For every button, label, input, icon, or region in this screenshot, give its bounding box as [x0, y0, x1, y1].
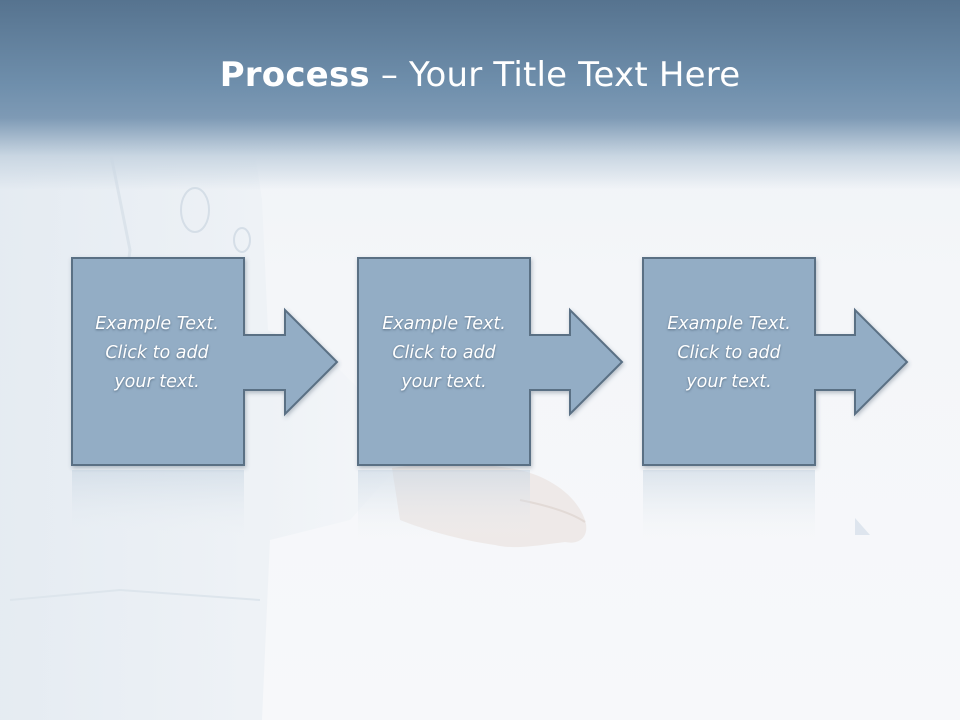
- step-3-text[interactable]: Example Text. Click to add your text.: [642, 310, 816, 397]
- step-2-line-2: Click to add: [392, 343, 496, 363]
- title-rest: – Your Title Text Here: [369, 55, 741, 95]
- step-3-line-1: Example Text.: [667, 314, 791, 334]
- step-2-reflection: [358, 470, 530, 540]
- step-3-line-2: Click to add: [677, 343, 781, 363]
- step-2-line-3: your text.: [401, 372, 487, 392]
- step-2-text[interactable]: Example Text. Click to add your text.: [357, 310, 531, 397]
- step-1-arrow-shape[interactable]: [71, 257, 339, 466]
- step-1-reflection: [72, 470, 244, 540]
- arrow-3-reflection: [855, 518, 870, 535]
- step-3-line-3: your text.: [686, 372, 772, 392]
- slide-title[interactable]: Process – Your Title Text Here: [0, 52, 960, 98]
- step-1-line-1: Example Text.: [95, 314, 219, 334]
- step-1-line-3: your text.: [114, 372, 200, 392]
- step-3-arrow-shape[interactable]: [642, 257, 909, 466]
- title-bold: Process: [219, 55, 370, 95]
- step-1-line-2: Click to add: [105, 343, 209, 363]
- step-1-text[interactable]: Example Text. Click to add your text.: [70, 310, 244, 397]
- step-2-line-1: Example Text.: [382, 314, 506, 334]
- title-band: [0, 0, 960, 190]
- step-2-arrow-shape[interactable]: [357, 257, 624, 466]
- step-3-reflection: [643, 470, 815, 540]
